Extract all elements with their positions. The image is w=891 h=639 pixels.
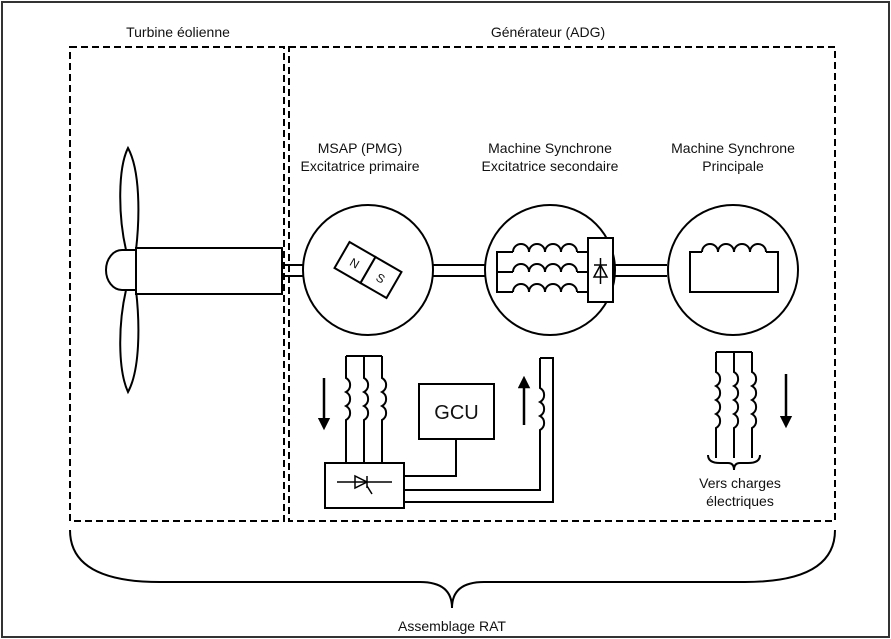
assembly-label: Assemblage RAT <box>398 618 506 634</box>
pmg-stator-winding-icon <box>343 355 388 463</box>
three-phase-winding-icon <box>496 243 588 293</box>
loads-label-line1: Vers charges <box>699 475 781 491</box>
main-machine-label-line1: Machine Synchrone <box>671 140 795 156</box>
secondary-exciter-label-line1: Machine Synchrone <box>488 140 612 156</box>
main-machine-label-line2: Principale <box>702 158 764 174</box>
pmg-label-line2: Excitatrice primaire <box>300 158 419 174</box>
turbine-rotor-icon <box>105 145 283 395</box>
assembly-brace <box>69 529 836 609</box>
gcu-label: GCU <box>434 402 478 424</box>
generator-region <box>288 46 836 522</box>
turbine-label: Turbine éolienne <box>126 24 230 40</box>
shaft-lines <box>282 264 667 277</box>
main-machine <box>667 204 799 336</box>
secondary-exciter-machine <box>484 204 616 336</box>
main-stator-winding-icon <box>713 351 758 458</box>
turbine-region <box>69 46 285 522</box>
pmg-machine <box>302 204 434 336</box>
rotating-rectifier-icon <box>587 237 614 303</box>
permanent-magnet-icon: N S <box>333 240 403 300</box>
loads-brace <box>707 454 761 471</box>
exciter-field-winding-icon <box>404 357 554 503</box>
generator-label: Générateur (ADG) <box>491 24 605 40</box>
controlled-rectifier-icon <box>324 462 405 509</box>
secondary-exciter-label-line2: Excitatrice secondaire <box>482 158 619 174</box>
main-field-winding-icon <box>689 243 779 293</box>
pmg-label-line1: MSAP (PMG) <box>318 140 403 156</box>
loads-label-line2: électriques <box>706 493 774 509</box>
